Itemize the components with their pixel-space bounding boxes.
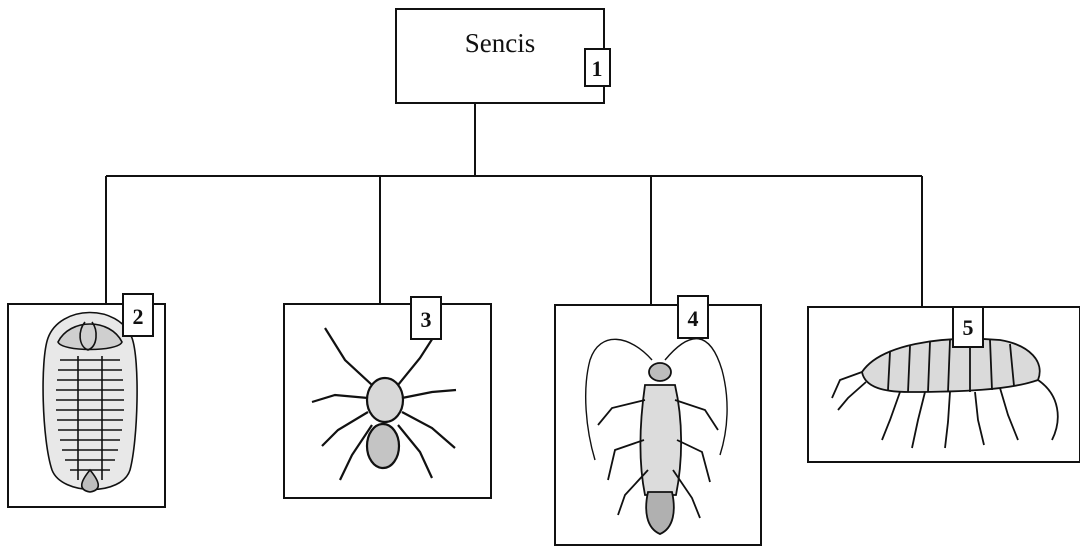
connector-lines [106,103,922,362]
child-node-3: 3 [284,297,491,498]
child-node-2: 2 [8,294,165,507]
child-number-5: 5 [963,315,974,340]
root-node: Sencis 1 [396,9,610,103]
child-number-4: 4 [688,306,699,331]
child-node-4: 4 [555,296,761,545]
trilobite-icon [43,312,137,492]
child-number-3: 3 [421,307,432,332]
root-number: 1 [592,56,603,81]
child-number-2: 2 [133,304,144,329]
child-node-5: 5 [808,307,1080,462]
root-title: Sencis [465,28,536,58]
